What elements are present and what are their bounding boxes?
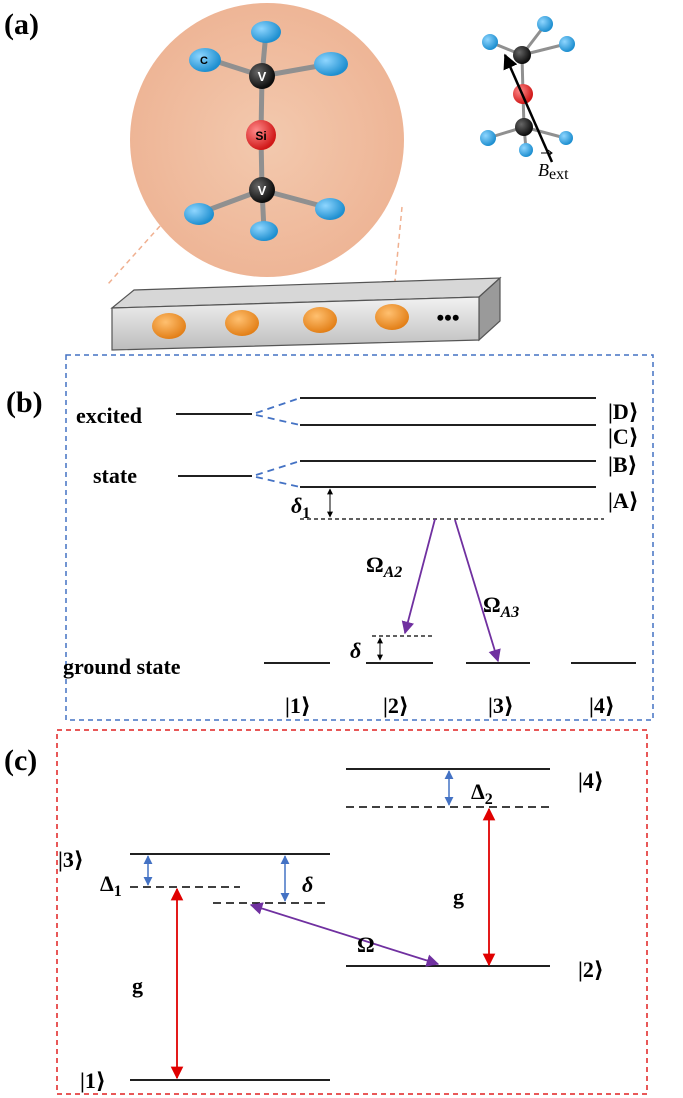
g-right-label: g — [453, 884, 464, 909]
ground-state-label: ground state — [63, 654, 181, 679]
panel-b-label: (b) — [6, 386, 43, 419]
ket-2: |2⟩ — [578, 957, 604, 982]
delta-label: δ — [350, 638, 361, 663]
omega-a2-arrow — [401, 518, 436, 635]
omega-a2-label: ΩA2 — [366, 552, 402, 581]
panel-c-label: (c) — [4, 744, 37, 777]
defect-4 — [375, 304, 409, 330]
ground-ket-1: |1⟩ — [285, 693, 311, 718]
panel-b-border — [65, 354, 654, 721]
panel-a-label: (a) — [4, 8, 39, 41]
ket-4: |4⟩ — [578, 768, 604, 793]
omega-a3-arrow — [454, 519, 501, 663]
state-word: state — [93, 463, 137, 488]
omega-label: Ω — [357, 932, 375, 957]
g-left-label: g — [132, 973, 143, 998]
field-arrow — [503, 53, 554, 163]
field-vector-tip — [547, 149, 553, 157]
vacancy-atom-bottom-label: V — [258, 183, 267, 198]
panel-a: (a) C V V Si — [4, 3, 575, 351]
panel-c-border — [56, 729, 648, 1095]
silicon-atom-label: Si — [255, 129, 266, 143]
ground-ket-4: |4⟩ — [589, 693, 615, 718]
omega-a3-label: ΩA3 — [483, 592, 519, 621]
delta1-label: Δ1 — [100, 871, 122, 900]
omega-arrow — [249, 902, 440, 967]
small-molecule — [480, 16, 575, 163]
delta-label: δ — [302, 872, 313, 897]
ket-C: |C⟩ — [608, 424, 639, 449]
carbon-atom-label: C — [200, 55, 208, 67]
zoom-line-left — [107, 225, 161, 285]
ket-B: |B⟩ — [608, 452, 638, 477]
vacancy-atom-top-label: V — [258, 69, 267, 84]
zoom-line-right — [392, 206, 403, 303]
vacancy-atom-top — [249, 63, 275, 89]
delta1-label: δ1 — [291, 493, 310, 522]
panel-c: (c) |4⟩ Δ2 |2⟩ g |3⟩ Δ1 δ |1⟩ g Ω — [4, 729, 648, 1095]
ket-3: |3⟩ — [58, 847, 84, 872]
ellipsis: ••• — [436, 305, 459, 330]
carbon-atom-upper-left — [189, 48, 221, 72]
defect-1 — [152, 313, 186, 339]
carbon-atom-lower-left — [184, 203, 214, 225]
defect-2 — [225, 310, 259, 336]
field-label: Bext — [538, 160, 569, 183]
vacancy-atom-bottom — [249, 177, 275, 203]
delta2-label: Δ2 — [471, 779, 493, 808]
carbon-atom-lower-right — [315, 198, 345, 220]
ket-1: |1⟩ — [80, 1068, 106, 1093]
carbon-atom-top — [251, 21, 281, 43]
defect-3 — [303, 307, 337, 333]
excited-word: excited — [76, 403, 142, 428]
ket-A: |A⟩ — [608, 488, 639, 513]
ket-D: |D⟩ — [608, 399, 639, 424]
carbon-atom-upper-right — [314, 52, 348, 76]
splitting-lines — [255, 397, 301, 488]
silicon-atom — [246, 120, 276, 150]
ground-ket-2: |2⟩ — [383, 693, 409, 718]
ground-ket-3: |3⟩ — [488, 693, 514, 718]
panel-b: (b) excited state |D⟩ |C⟩ |B⟩ |A⟩ δ1 ΩA2… — [6, 354, 654, 721]
carbon-atom-bottom — [250, 221, 278, 241]
